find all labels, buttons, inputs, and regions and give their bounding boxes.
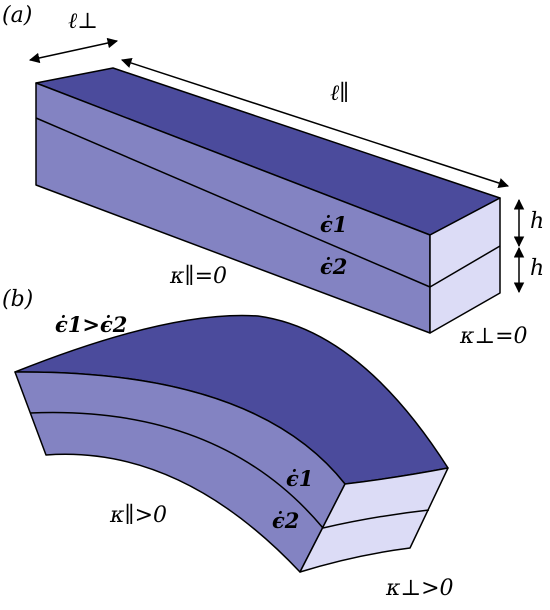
panel-a-interface-side xyxy=(35,117,431,288)
thickness-label-top: h xyxy=(530,209,544,234)
curvature-perp-label-a: κ⊥=0 xyxy=(459,324,528,349)
curvature-perp-label-b: κ⊥>0 xyxy=(385,576,454,601)
strain-rate-bottom-label-b: ϵ̇2 xyxy=(272,508,299,533)
thickness-label-bottom: h xyxy=(530,256,544,281)
panel-b-end-face xyxy=(299,467,449,573)
panel-a-label: (a) xyxy=(2,3,32,28)
curvature-parallel-label-a: κ∥=0 xyxy=(169,264,227,289)
strain-rate-top-label: ϵ̇1 xyxy=(320,212,347,237)
panel-b: (b) ϵ̇1>ϵ̇2 ϵ̇1 ϵ̇2 κ∥>0 κ⊥>0 xyxy=(2,287,454,601)
strain-condition-label: ϵ̇1>ϵ̇2 xyxy=(55,312,127,337)
width-arrow xyxy=(28,37,119,64)
length-label: ℓ∥ xyxy=(330,81,349,106)
panel-b-label: (b) xyxy=(2,287,33,312)
strain-rate-top-label-b: ϵ̇1 xyxy=(286,466,313,491)
panel-b-interface-side xyxy=(29,411,324,529)
strain-rate-bottom-label: ϵ̇2 xyxy=(320,254,347,279)
panel-a-end-face xyxy=(429,197,501,334)
curvature-parallel-label-b: κ∥>0 xyxy=(109,503,167,528)
panel-a-interface-end xyxy=(429,245,501,288)
width-label: ℓ⊥ xyxy=(68,9,98,34)
panel-b-interface-end xyxy=(322,509,430,529)
length-arrow xyxy=(121,57,509,189)
panel-a: (a) ℓ⊥ ℓ∥ h h ϵ̇1 ϵ̇2 κ∥=0 κ⊥=0 xyxy=(2,3,544,349)
